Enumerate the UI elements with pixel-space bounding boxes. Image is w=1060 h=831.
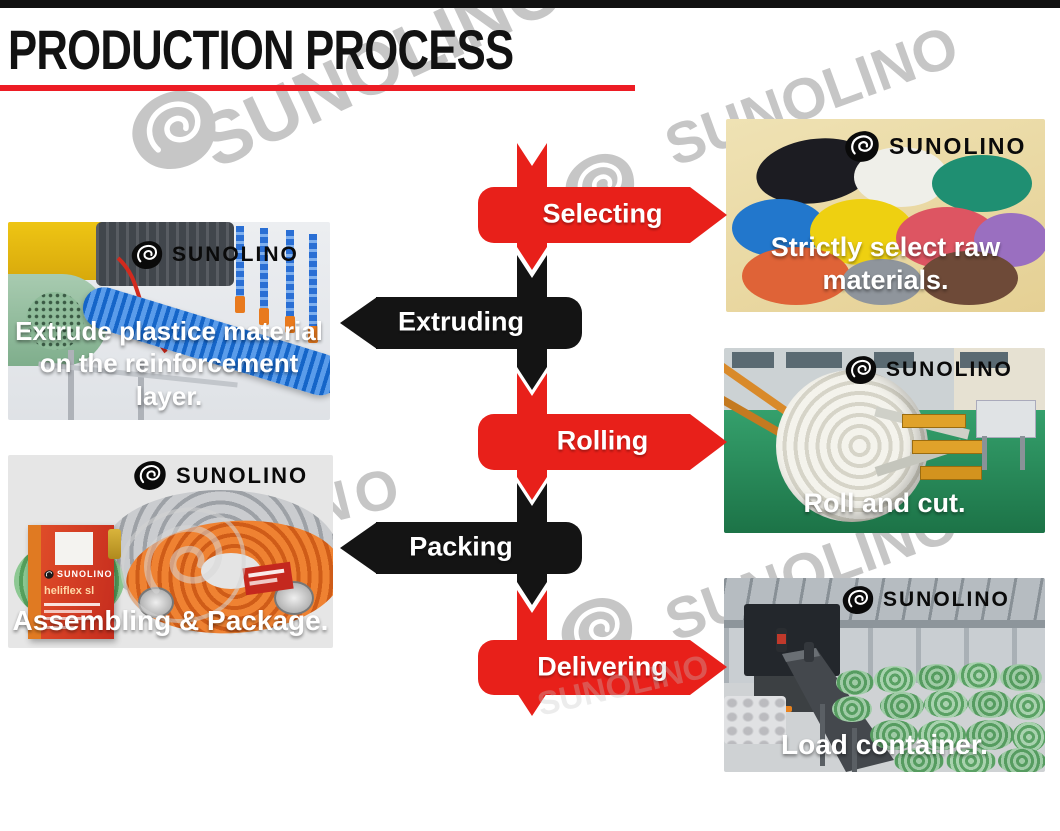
arrow-right-icon xyxy=(690,187,727,243)
sunolino-logo-icon xyxy=(134,461,166,490)
photo-rolling-machine: SUNOLINO Roll and cut. xyxy=(724,348,1045,533)
photo-caption: Load container. xyxy=(781,729,988,760)
retail-box: SUNOLINO heliflex sl xyxy=(28,525,114,639)
step-label: Packing xyxy=(409,531,513,562)
photo-logo: SUNOLINO xyxy=(844,355,1013,385)
step-label: Selecting xyxy=(542,198,663,229)
sunolino-watermark-logo-icon xyxy=(123,82,226,178)
photo-logo: SUNOLINO xyxy=(841,585,1010,615)
photo-logo: SUNOLINO xyxy=(132,460,308,491)
step-label: Delivering xyxy=(537,650,668,681)
sunolino-logo-icon xyxy=(44,569,54,579)
photo-loading-container: SUNOLINO Load container. xyxy=(724,578,1045,772)
page-title: PRODUCTION PROCESS xyxy=(8,18,514,81)
sunolino-logo-icon xyxy=(845,356,877,384)
photo-caption: Assembling & Package. xyxy=(12,605,329,636)
step-banner-extruding: Extruding xyxy=(340,297,582,349)
sunolino-logo-icon xyxy=(131,241,163,269)
photo-selecting-raw-materials: SUNOLINO Strictly select raw materials. xyxy=(726,119,1045,312)
photo-caption: Roll and cut. xyxy=(803,488,966,519)
step-banner-selecting: Selecting xyxy=(478,187,727,243)
sunolino-logo-icon xyxy=(842,586,874,614)
arrow-left-icon xyxy=(340,297,377,349)
photo-packing-products: SUNOLINO heliflex sl SUNOLINO Assembling… xyxy=(8,455,333,648)
photo-logo: SUNOLINO xyxy=(843,130,1026,163)
title-underline xyxy=(0,85,635,91)
step-banner-rolling: Rolling xyxy=(478,414,727,470)
step-label: Extruding xyxy=(398,306,524,337)
brass-fitting xyxy=(108,529,121,559)
box-brand: SUNOLINO xyxy=(57,569,113,579)
worker-figure xyxy=(804,642,814,662)
box-product-line: heliflex sl xyxy=(44,585,95,597)
step-banner-delivering: Delivering xyxy=(478,640,727,695)
photo-caption: Extrude plastice material on the reinfor… xyxy=(15,315,323,411)
step-label: Rolling xyxy=(556,425,649,456)
top-black-bar xyxy=(0,0,1060,8)
watermark-swirl-icon xyxy=(120,507,246,623)
worker-figure xyxy=(776,628,787,652)
sunolino-logo-icon xyxy=(845,131,879,162)
white-hose-coil xyxy=(776,370,928,522)
step-banner-packing: Packing xyxy=(340,522,582,574)
photo-logo: SUNOLINO xyxy=(130,240,299,270)
arrow-right-icon xyxy=(690,640,727,695)
arrow-left-icon xyxy=(340,522,377,574)
photo-caption: Strictly select raw materials. xyxy=(770,231,1001,296)
photo-extruding-machine: SUNOLINO Extrude plastice material on th… xyxy=(8,222,330,420)
arrow-right-icon xyxy=(690,414,727,470)
